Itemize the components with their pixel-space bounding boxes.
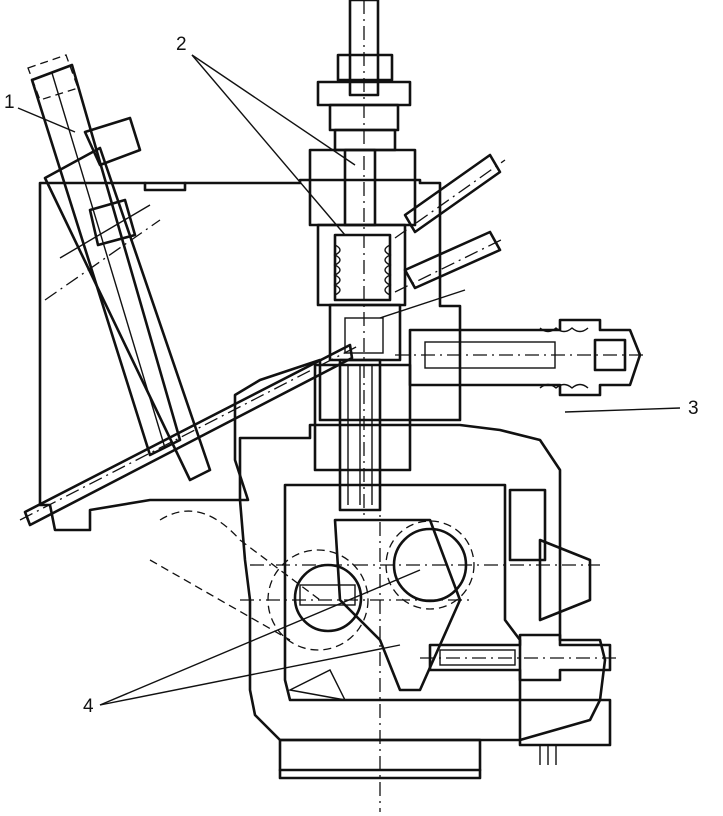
lower-cam-housing <box>240 425 610 812</box>
cam-shafts <box>150 511 600 690</box>
leader-4a <box>100 570 420 705</box>
vertical-nozzle-assembly <box>310 0 415 520</box>
leader-3 <box>565 408 680 412</box>
inclined-control-rod <box>28 55 210 480</box>
part-label-2: 2 <box>176 34 187 55</box>
horizontal-plunger-spring <box>395 320 645 395</box>
part-label-1: 1 <box>4 92 15 113</box>
part-label-4: 4 <box>83 696 94 717</box>
part-label-3: 3 <box>688 398 699 419</box>
